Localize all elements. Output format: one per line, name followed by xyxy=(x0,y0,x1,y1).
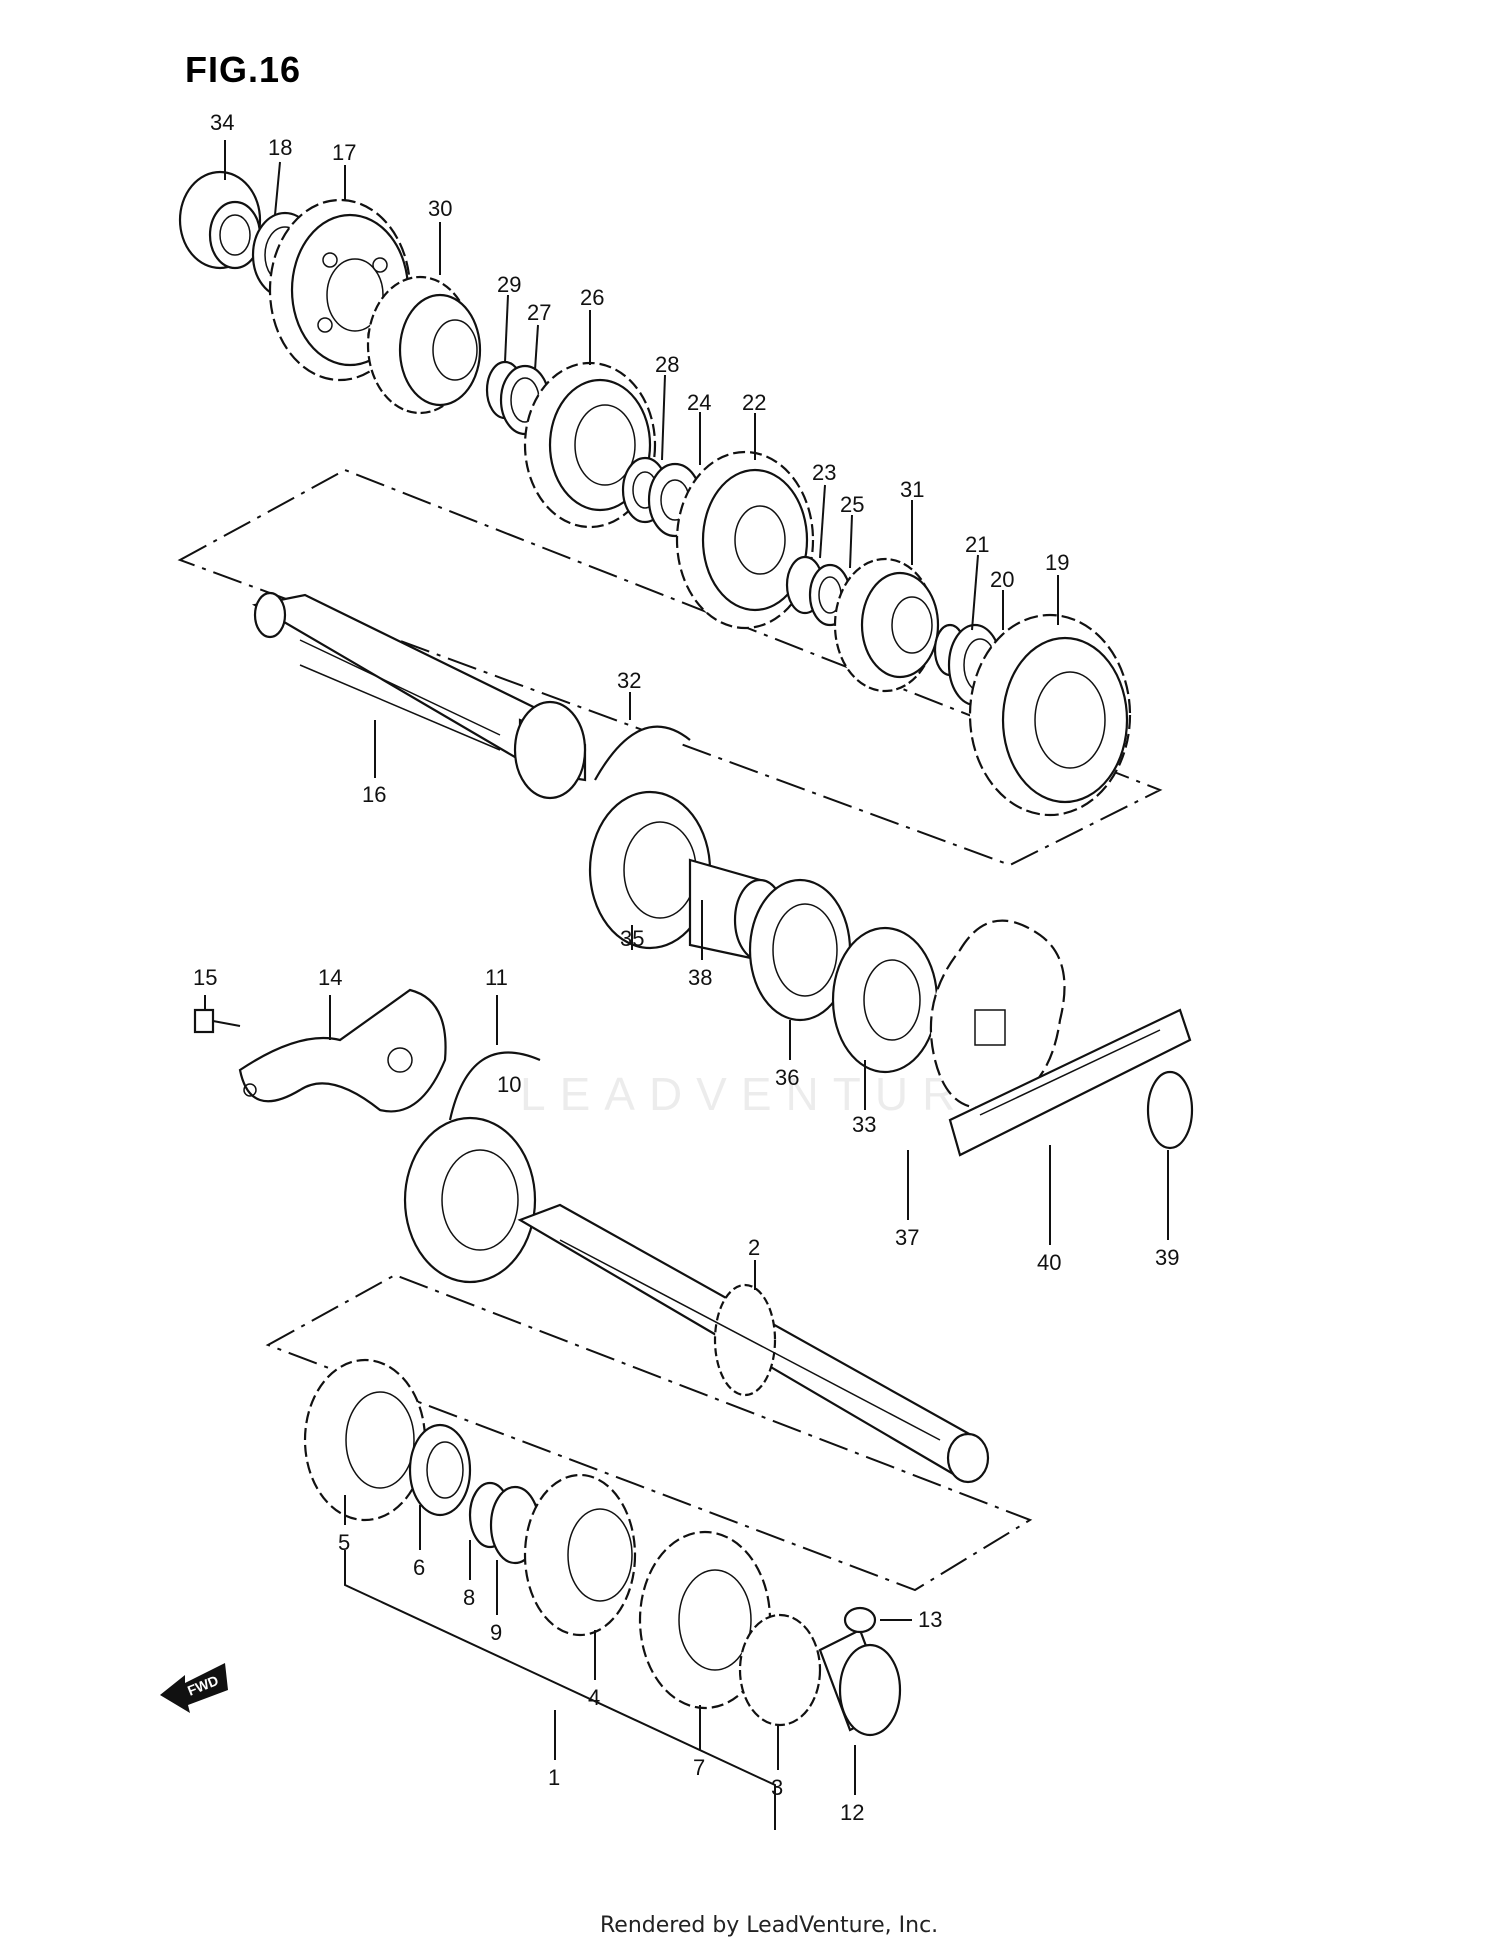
callout-35: 35 xyxy=(620,926,644,951)
plate-14 xyxy=(238,988,447,1113)
callout-37: 37 xyxy=(895,1225,919,1250)
circlip-39 xyxy=(1146,1070,1194,1150)
callout-20: 20 xyxy=(990,567,1014,592)
callout-30: 30 xyxy=(428,196,452,221)
bearing-10 xyxy=(403,1116,537,1284)
callout-39: 39 xyxy=(1155,1245,1179,1270)
callout-12: 12 xyxy=(840,1800,864,1825)
callout-40: 40 xyxy=(1037,1250,1061,1275)
gear-31 xyxy=(833,557,940,693)
bearing-cap-12 xyxy=(818,1628,902,1737)
driveshaft-2 xyxy=(517,1203,990,1484)
callout-31: 31 xyxy=(900,477,924,502)
callout-2: 2 xyxy=(748,1235,760,1260)
watermark-text: LEADVENTURE xyxy=(520,1068,1014,1120)
gear-7 xyxy=(638,1530,772,1710)
callout-25: 25 xyxy=(840,492,864,517)
callout-4: 4 xyxy=(588,1685,600,1710)
callout-29: 29 xyxy=(497,272,521,297)
leader-lines xyxy=(204,140,1169,1795)
callout-33: 33 xyxy=(852,1112,876,1137)
callout-7: 7 xyxy=(693,1755,705,1780)
bushing-6 xyxy=(408,1423,472,1517)
footer-credit: Rendered by LeadVenture, Inc. xyxy=(600,1913,938,1938)
callout-3: 3 xyxy=(771,1775,783,1800)
callout-8: 8 xyxy=(463,1585,475,1610)
callout-17: 17 xyxy=(332,140,356,165)
circlip-32 xyxy=(594,725,691,781)
countershaft-16 xyxy=(251,591,587,800)
washer-33 xyxy=(831,926,939,1074)
needle-bearing-34 xyxy=(178,170,262,270)
callout-1: 1 xyxy=(548,1765,560,1790)
callout-19: 19 xyxy=(1045,550,1069,575)
callout-34: 34 xyxy=(210,110,234,135)
gear-3 xyxy=(738,1613,822,1727)
callout-36: 36 xyxy=(775,1065,799,1090)
group-bracket-1 xyxy=(344,1550,776,1830)
callout-6: 6 xyxy=(413,1555,425,1580)
callout-13: 13 xyxy=(918,1607,942,1632)
gear-5 xyxy=(303,1358,427,1522)
callout-14: 14 xyxy=(318,965,342,990)
figure-title: FIG.16 xyxy=(185,49,301,90)
callout-22: 22 xyxy=(742,390,766,415)
callout-18: 18 xyxy=(268,135,292,160)
gear-22 xyxy=(675,450,815,630)
callout-10: 10 xyxy=(497,1072,521,1097)
gear-4 xyxy=(523,1473,637,1637)
callout-23: 23 xyxy=(812,460,836,485)
callout-28: 28 xyxy=(655,352,679,377)
countershaft-assembly-outline xyxy=(177,468,1163,867)
callout-11: 11 xyxy=(485,965,508,990)
callout-24: 24 xyxy=(687,390,711,415)
callout-38: 38 xyxy=(688,965,712,990)
drive-chain-40 xyxy=(948,1008,1192,1157)
driveshaft-assembly-outline xyxy=(265,1273,1033,1592)
callout-27: 27 xyxy=(527,300,551,325)
dowel-pin-13 xyxy=(843,1606,877,1634)
circlip-11 xyxy=(448,1051,541,1121)
callout-labels: 34 18 17 30 29 27 26 28 24 22 23 25 31 2… xyxy=(193,110,1179,1825)
callout-21: 21 xyxy=(965,532,989,557)
callout-9: 9 xyxy=(490,1620,502,1645)
callout-16: 16 xyxy=(362,782,386,807)
callout-5: 5 xyxy=(338,1530,350,1555)
gear-19 xyxy=(968,613,1132,817)
callout-26: 26 xyxy=(580,285,604,310)
fwd-arrow-icon: FWD xyxy=(160,1663,228,1713)
bolt-15 xyxy=(193,1008,241,1034)
gear-30 xyxy=(366,275,482,415)
callout-32: 32 xyxy=(617,668,641,693)
callout-15: 15 xyxy=(193,965,217,990)
